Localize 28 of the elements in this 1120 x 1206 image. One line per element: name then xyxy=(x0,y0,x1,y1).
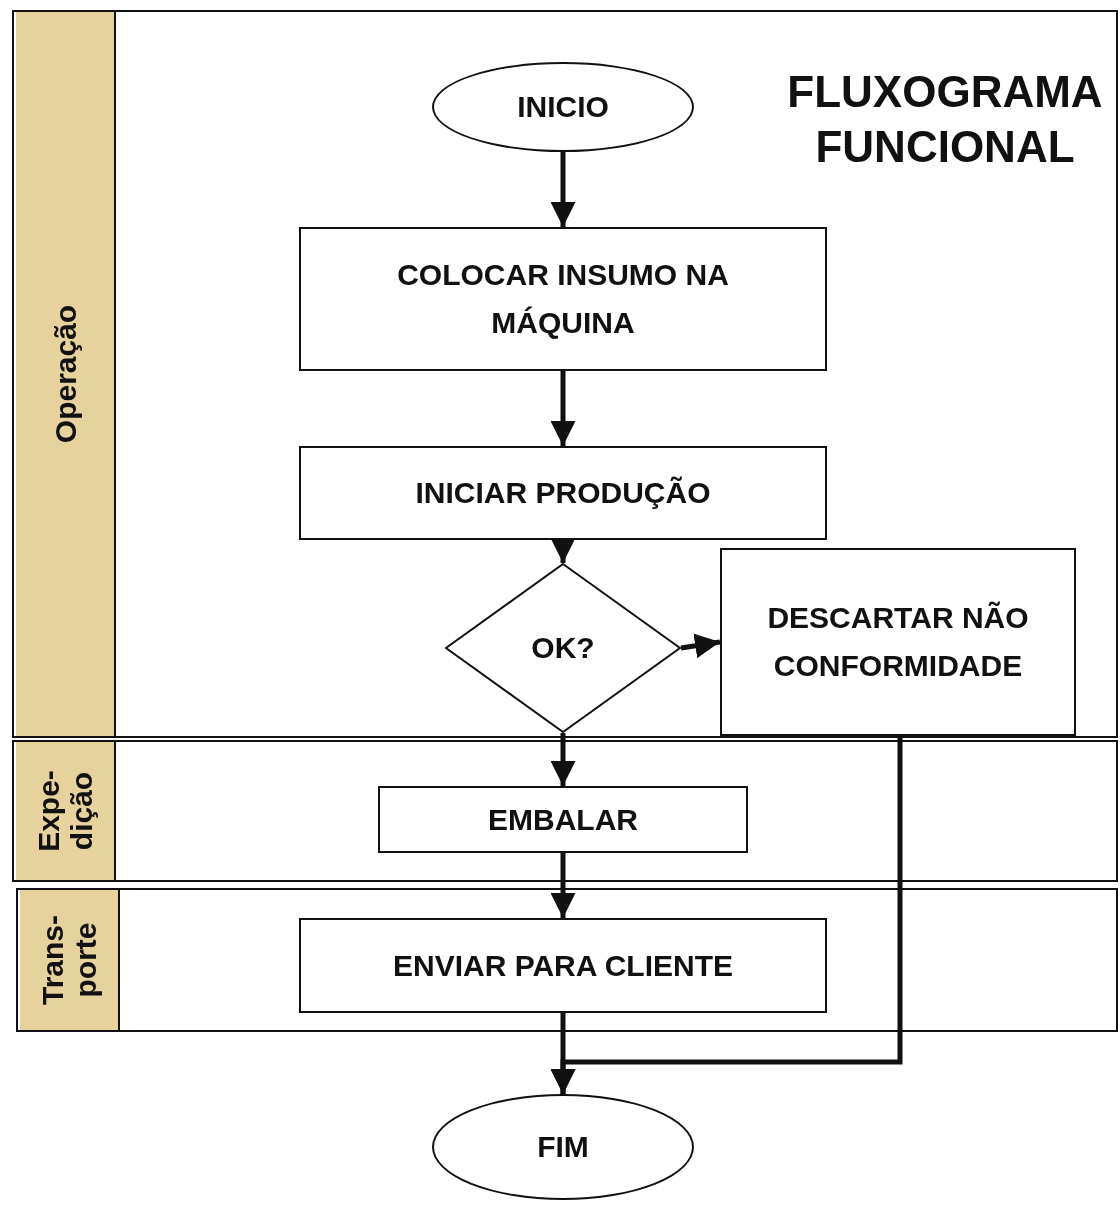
node-label: OK? xyxy=(530,630,596,666)
arrow xyxy=(550,736,903,1094)
arrow xyxy=(550,152,576,227)
lane-label: Operação xyxy=(48,304,82,444)
process-box xyxy=(378,786,748,853)
arrow xyxy=(680,633,721,659)
node-label: FIM xyxy=(536,1129,590,1165)
node-label: ENVIAR PARA CLIENTE xyxy=(392,947,734,984)
arrow xyxy=(550,853,576,918)
process-box xyxy=(299,918,827,1013)
node-label: COLOCAR INSUMO NA MÁQUINA xyxy=(396,257,730,341)
swimlane xyxy=(16,888,1118,1032)
arrow xyxy=(550,733,576,786)
swimlane xyxy=(12,740,1118,882)
swimlane xyxy=(12,10,1118,738)
diagram-title: FLUXOGRAMA FUNCIONAL xyxy=(786,66,1104,173)
arrow xyxy=(550,371,576,446)
decision-diamond xyxy=(445,563,681,733)
lane-label: Expe- dição xyxy=(32,769,98,854)
process-box xyxy=(299,446,827,540)
process-box xyxy=(720,548,1076,736)
node-label: EMBALAR xyxy=(487,801,639,838)
node-label: DESCARTAR NÃO CONFORMIDADE xyxy=(766,600,1030,684)
node-label: INICIO xyxy=(516,89,610,125)
arrow xyxy=(550,538,576,563)
lane-label: Trans- porte xyxy=(36,914,102,1007)
node-label: INICIAR PRODUÇÃO xyxy=(414,475,712,511)
process-box xyxy=(299,227,827,371)
